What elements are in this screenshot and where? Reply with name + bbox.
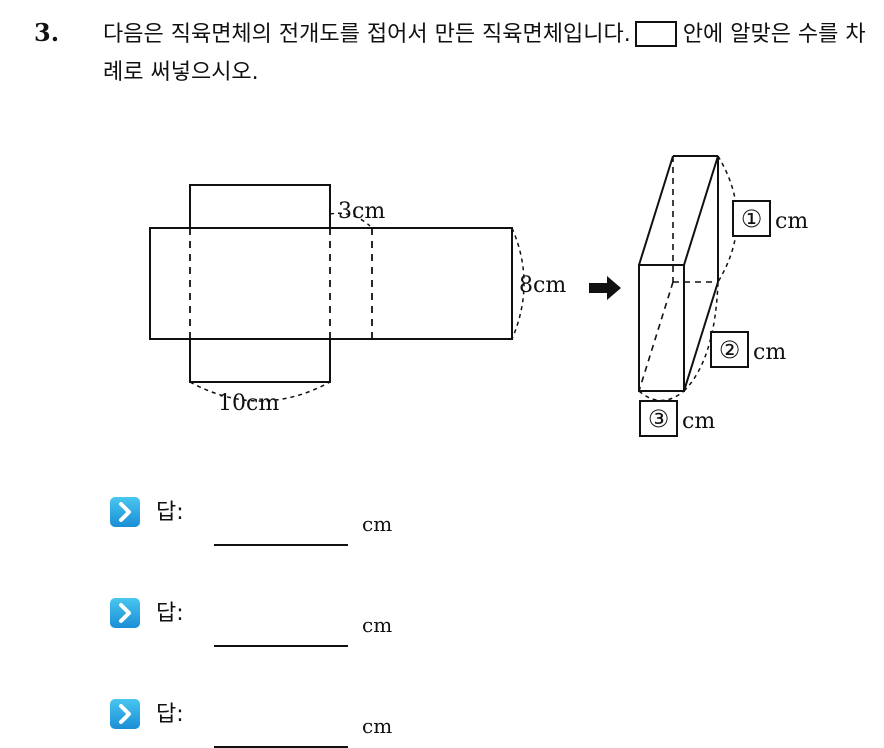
dim-curve-top [329,212,371,227]
chevron-right-icon [110,699,140,729]
question-text: 다음은 직육면체의 전개도를 접어서 만든 직육면체입니다.안에 알맞은 수를 … [103,16,873,92]
answer-label: 답: [156,500,184,525]
label-box-2 [710,331,749,368]
blank-box [634,21,677,47]
dim-curve-bottom [189,381,331,402]
hidden-edge-diagonal [638,281,674,392]
net-fold-lines [189,227,373,340]
answer-label: 답: [156,702,184,727]
cuboid-hidden-edges [638,156,718,392]
net-top-flap [189,184,331,228]
question-text-part-1: 다음은 직육면체의 전개도를 접어서 만든 직육면체입니다. [103,22,631,47]
dim-curve-right [511,227,525,340]
cuboid-edge-tl [638,155,674,266]
figure-svg: 3cm 8cm 10cm ① cm [149,155,808,437]
dim-curve-depth [683,281,719,392]
question-number: 3. [34,18,60,47]
cuboid-edge-tr [683,155,719,266]
answer-unit: cm [362,512,393,536]
label-box-2-text: ② [719,336,741,364]
label-box-1-text: ① [741,205,763,233]
net-top-label: 3cm [338,199,385,224]
net-bottom-label: 10cm [218,391,279,416]
question-text-part-2: 안에 알맞은 수를 차례로 써넣으시오. [103,22,866,85]
label-box-3-text: ③ [648,405,670,433]
answer-input-line[interactable] [214,645,348,647]
answer-row-2: 답: cm [110,593,510,647]
answer-label: 답: [156,601,184,626]
arrow-right-icon [589,276,621,300]
chevron-right-icon [110,598,140,628]
label-box-3-unit: cm [682,409,715,434]
answer-section: 답: cm 답: cm 답: cm [0,480,884,748]
label-box-3 [639,400,678,437]
dim-curve-width [638,390,685,402]
answer-row-3: 답: cm [110,694,510,748]
answer-row-1: 답: cm [110,492,510,546]
label-box-1-unit: cm [775,209,808,234]
net-right-label: 8cm [519,273,566,298]
cuboid-front-face [638,264,685,392]
answer-unit: cm [362,714,393,738]
answer-input-line[interactable] [214,544,348,546]
label-box-2-unit: cm [753,340,786,365]
net-dimension-curves [189,212,525,402]
net-bottom-flap [189,339,331,383]
figure-area: 3cm 8cm 10cm ① cm [0,130,884,450]
question-header: 3. 다음은 직육면체의 전개도를 접어서 만든 직육면체입니다.안에 알맞은 … [0,0,884,120]
chevron-right-icon [110,497,140,527]
net-main-strip [149,227,513,340]
answer-unit: cm [362,613,393,637]
cuboid-edge-br [683,281,719,392]
net-diagram [149,184,525,402]
label-box-1 [732,200,771,237]
